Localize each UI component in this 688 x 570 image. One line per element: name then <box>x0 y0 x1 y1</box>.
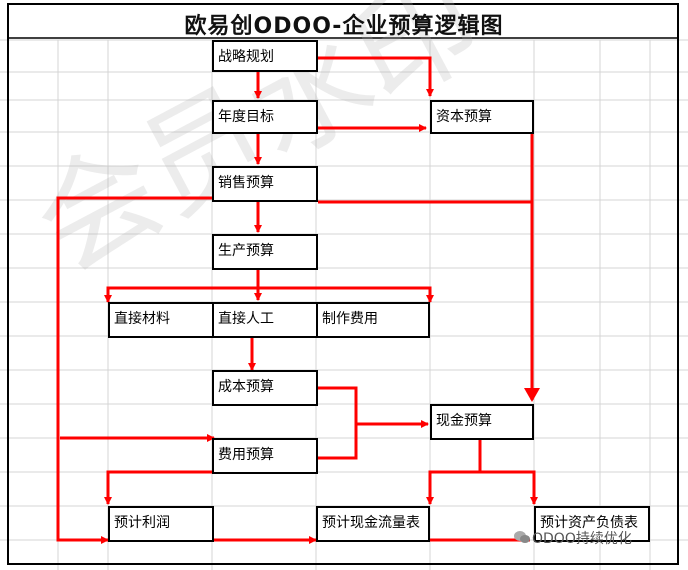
arrow-cash-to-balance <box>480 470 538 505</box>
arrow-cash-to-cashflow <box>426 438 482 505</box>
box-projected-cashflow: 预计现金流量表 <box>316 506 430 542</box>
arrow-sales-to-profit <box>56 196 212 544</box>
box-sales-budget: 销售预算 <box>212 166 318 202</box>
box-projected-balance: 预计资产负债表 <box>534 506 650 542</box>
diagram-title: 欧易创ODOO-企业预算逻辑图 <box>184 14 504 39</box>
arrow-production-to-material <box>106 286 432 300</box>
box-manufacturing-cost: 制作费用 <box>316 302 430 338</box>
box-cash-budget: 现金预算 <box>430 404 534 440</box>
box-strategy: 战略规划 <box>212 40 318 72</box>
watermark-text: ODOO持续优化 <box>532 531 632 547</box>
arrow-expense-to-profit <box>104 470 212 505</box>
box-projected-profit: 预计利润 <box>108 506 214 542</box>
box-capital-budget: 资本预算 <box>430 100 534 134</box>
wechat-icon <box>514 531 530 543</box>
box-direct-labor: 直接人工 <box>212 302 318 338</box>
box-direct-material: 直接材料 <box>108 302 214 338</box>
box-cost-budget: 成本预算 <box>212 370 318 406</box>
arrow-cost-to-cash <box>318 386 358 460</box>
arrow-strategy-to-capital <box>318 56 434 97</box>
box-production-budget: 生产预算 <box>212 234 318 270</box>
box-annual-target: 年度目标 <box>212 100 318 134</box>
box-expense-budget: 费用预算 <box>212 438 318 474</box>
